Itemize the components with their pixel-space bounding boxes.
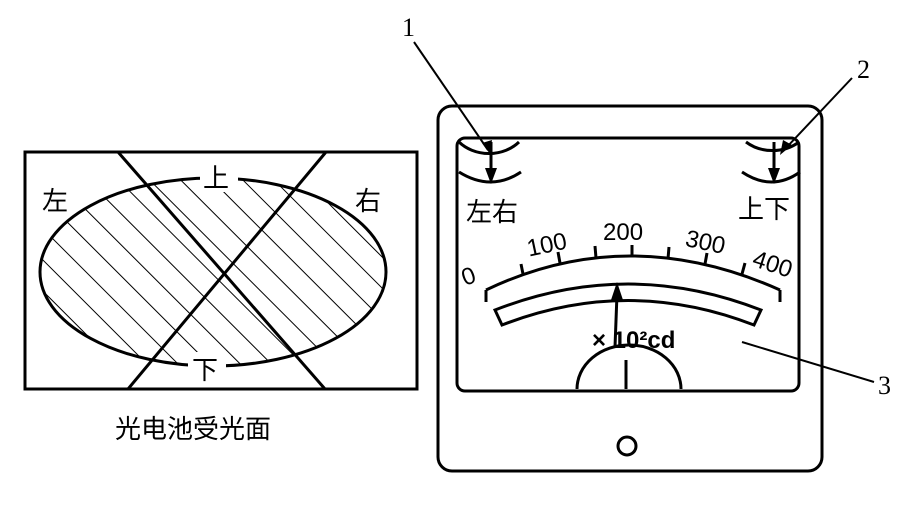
knob-label-left-right: 左右: [466, 198, 518, 228]
tick-label-200: 200: [603, 219, 643, 246]
callout-line-1: [413, 41, 489, 151]
meter-dial-window: [455, 136, 801, 393]
scale-ticks: [519, 245, 747, 275]
callout-line-3: [741, 341, 875, 383]
photocell-panel: 左 右 上 下 光电池受光面: [23, 150, 419, 445]
left-right-knob: [457, 140, 522, 184]
label-right: 右: [355, 187, 381, 217]
tick-label-400: 400: [749, 246, 795, 284]
scale-band: [492, 282, 764, 327]
callout-1: 1: [402, 13, 415, 42]
meter-scale: 0 100 200 300 400: [458, 219, 796, 327]
panel-caption: 光电池受光面: [115, 415, 271, 445]
needle-pivot: [575, 343, 683, 390]
callouts: 1 2 3: [402, 13, 891, 400]
label-bg-bottom: [188, 352, 226, 386]
tick-label-100: 100: [524, 228, 569, 263]
diagonal-line-b: [126, 151, 328, 390]
label-top: 上: [203, 164, 229, 194]
ellipse-hatch: [40, 178, 386, 366]
callout-3: 3: [878, 371, 891, 400]
label-bottom: 下: [192, 356, 218, 386]
label-left: 左: [42, 187, 68, 217]
meter-outer-case: [436, 104, 824, 473]
label-bg-top: [200, 160, 238, 192]
luxmeter: 左右 上下 0 100 200 300 400: [436, 104, 824, 473]
up-down-knob: [741, 140, 801, 184]
diagonal-line-a: [116, 151, 327, 390]
callout-2: 2: [857, 55, 870, 84]
zero-adjust-screw: [616, 435, 638, 457]
meter-needle: [611, 282, 623, 348]
tick-label-300: 300: [683, 225, 728, 260]
photocell-frame: [23, 150, 419, 391]
callout-line-2: [785, 77, 853, 149]
tick-label-0: 0: [458, 262, 480, 292]
knob-label-up-down: 上下: [738, 195, 790, 225]
